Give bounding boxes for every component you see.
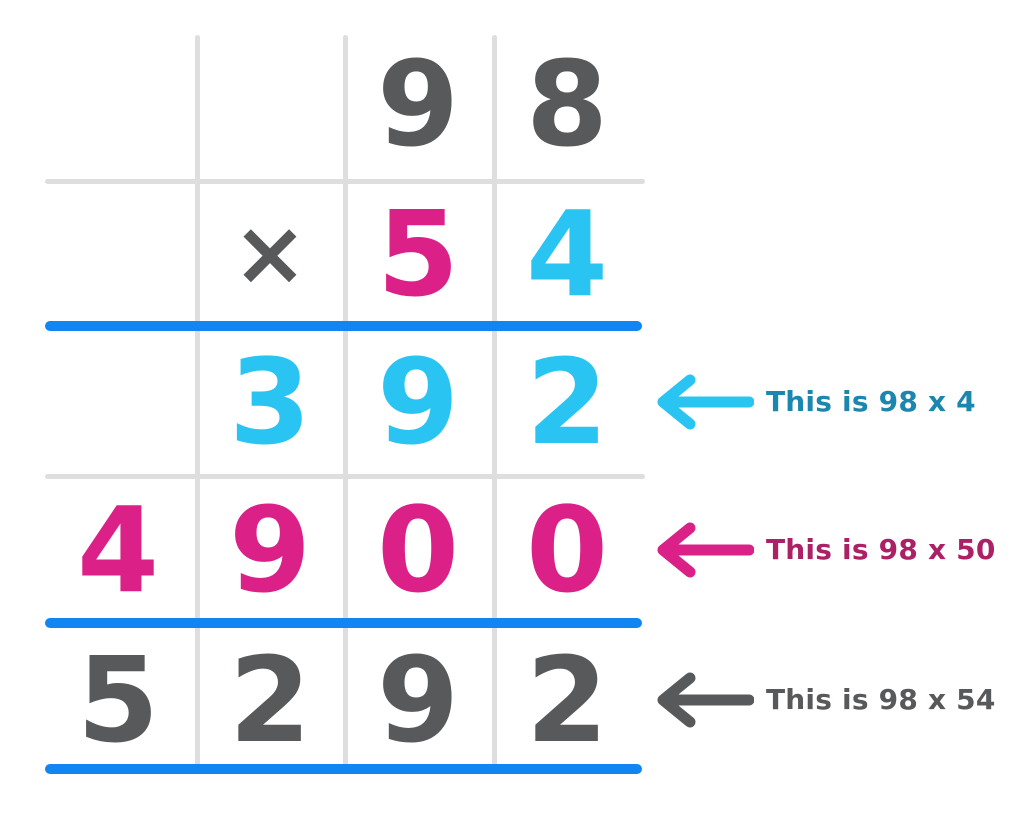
equals-line-1 [45, 321, 642, 331]
partial1-tens-digit: 9 [376, 333, 460, 471]
partial2-thousands-digit: 4 [76, 481, 160, 619]
annotation-label: This is 98 x 50 [766, 532, 996, 566]
multiplicand-tens-digit: 9 [376, 35, 460, 173]
product-ones-digit: 2 [525, 631, 609, 769]
product-hundreds-digit: 2 [228, 631, 312, 769]
row-line-2 [45, 474, 645, 479]
row-line-1 [45, 179, 645, 184]
multiplier-ones-digit: 4 [525, 185, 609, 323]
partial2-tens-digit: 0 [376, 481, 460, 619]
partial2-ones-digit: 0 [525, 481, 609, 619]
partial1-hundreds-digit: 3 [228, 333, 312, 471]
product-tens-digit: 9 [376, 631, 460, 769]
left-arrow-icon [648, 520, 754, 580]
multiplicand-ones-digit: 8 [525, 35, 609, 173]
annotation-label: This is 98 x 4 [766, 384, 976, 418]
equals-line-2 [45, 618, 642, 628]
multiply-sign: × [232, 201, 308, 306]
annotation-98x4: This is 98 x 4 [648, 329, 1024, 475]
partial2-hundreds-digit: 9 [228, 481, 312, 619]
annotation-98x50: This is 98 x 50 [648, 477, 1024, 623]
equals-line-3 [45, 764, 642, 774]
multiplier-tens-digit: 5 [376, 185, 460, 323]
left-arrow-icon [648, 670, 754, 730]
partial1-ones-digit: 2 [525, 333, 609, 471]
column-line-2 [343, 35, 348, 772]
column-line-3 [492, 35, 497, 772]
product-thousands-digit: 5 [76, 631, 160, 769]
annotation-label: This is 98 x 54 [766, 682, 996, 716]
left-arrow-icon [648, 372, 754, 432]
annotation-98x54: This is 98 x 54 [648, 627, 1024, 773]
column-line-1 [195, 35, 200, 772]
